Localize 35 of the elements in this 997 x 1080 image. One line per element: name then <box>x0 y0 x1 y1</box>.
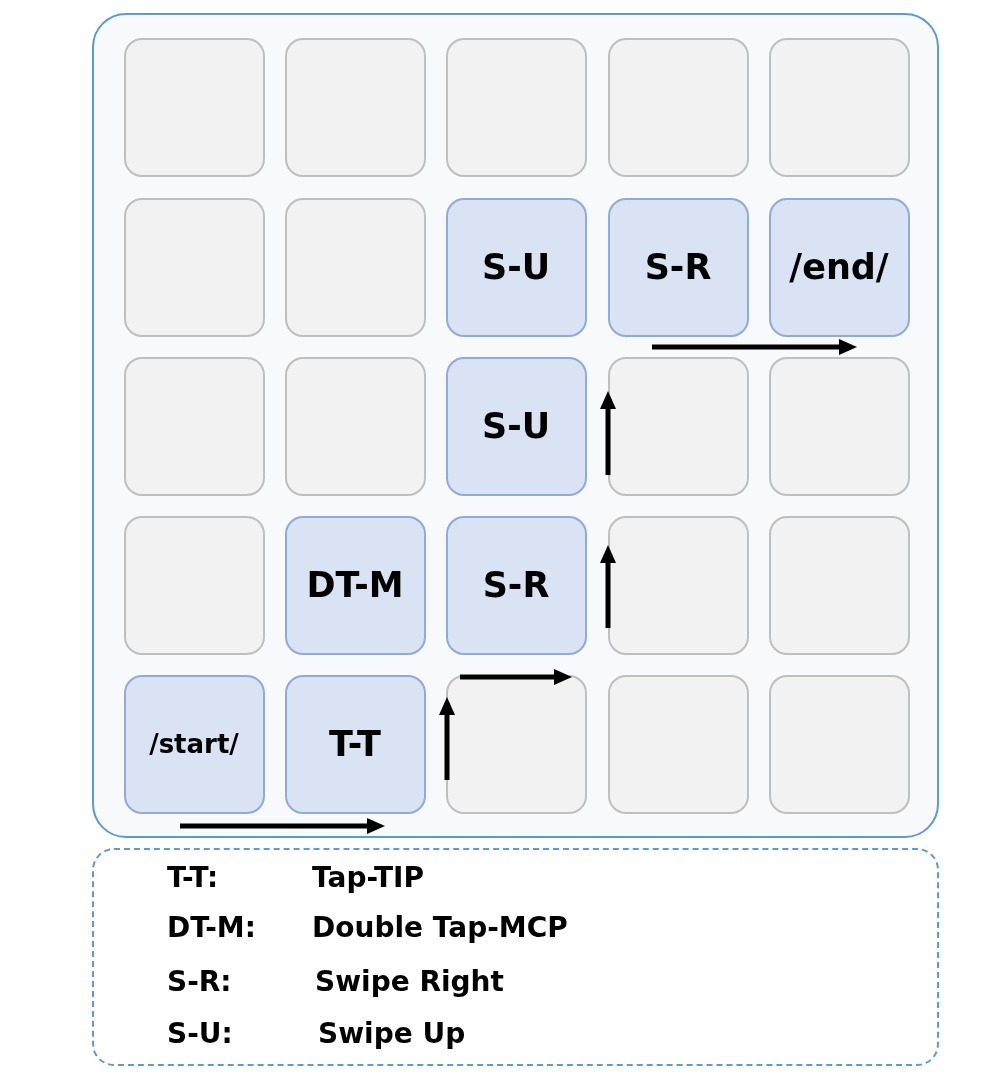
empty-cell <box>607 515 749 655</box>
key-meaning: Tap-TIP <box>312 864 424 892</box>
empty-cell <box>123 37 265 177</box>
key-meaning: Double Tap-MCP <box>312 914 568 942</box>
empty-cell <box>284 356 426 496</box>
gesture-cell: S-U <box>445 356 587 496</box>
empty-cell <box>768 37 910 177</box>
gesture-cell: S-R <box>445 515 587 655</box>
key-box <box>92 848 939 1066</box>
empty-cell <box>768 674 910 814</box>
empty-cell <box>123 515 265 655</box>
key-code: S-U: <box>167 1020 233 1048</box>
gesture-cell: DT-M <box>284 515 426 655</box>
empty-cell <box>768 515 910 655</box>
gesture-cell: S-R <box>607 197 749 337</box>
empty-cell <box>445 37 587 177</box>
gesture-cell: T-T <box>284 674 426 814</box>
empty-cell <box>284 197 426 337</box>
empty-cell <box>607 37 749 177</box>
gesture-cell: /start/ <box>123 674 265 814</box>
empty-cell <box>607 356 749 496</box>
key-meaning: Swipe Up <box>318 1020 466 1048</box>
empty-cell <box>123 356 265 496</box>
gesture-cell: /end/ <box>768 197 910 337</box>
empty-cell <box>123 197 265 337</box>
gesture-cell: S-U <box>445 197 587 337</box>
empty-cell <box>445 674 587 814</box>
grid-panel <box>92 13 939 838</box>
empty-cell <box>768 356 910 496</box>
empty-cell <box>284 37 426 177</box>
key-code: DT-M: <box>167 914 256 942</box>
key-meaning: Swipe Right <box>315 968 504 996</box>
key-code: T-T: <box>167 864 219 892</box>
key-code: S-R: <box>167 968 232 996</box>
empty-cell <box>607 674 749 814</box>
